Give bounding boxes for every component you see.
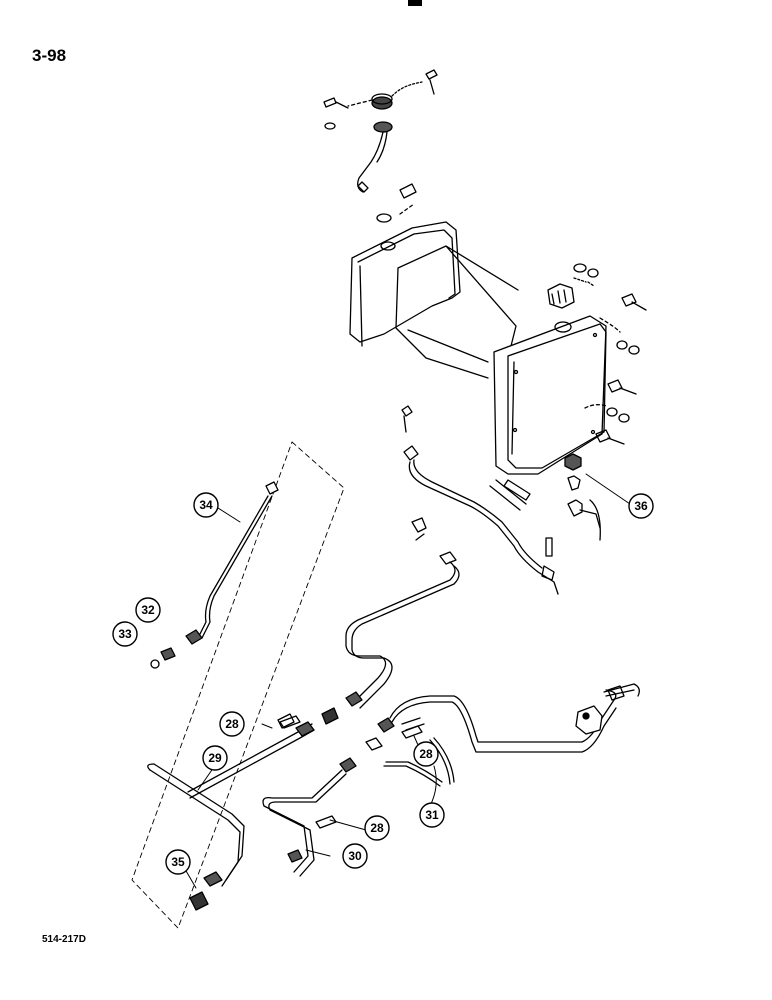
figure-code: 514-217D bbox=[42, 934, 86, 945]
fuel-line-29 bbox=[147, 713, 315, 911]
svg-text:32: 32 bbox=[141, 603, 155, 617]
svg-text:30: 30 bbox=[348, 849, 362, 863]
callout-35: 35 bbox=[165, 849, 191, 875]
fuel-line-34 bbox=[150, 481, 279, 669]
fuel-line-30 bbox=[262, 757, 357, 877]
tube-28-left bbox=[279, 715, 301, 729]
top-edge-mark bbox=[408, 0, 422, 6]
fuel-line-center bbox=[321, 517, 460, 725]
assembly-outline bbox=[131, 441, 345, 929]
sender-hardware bbox=[323, 69, 438, 223]
callout-30: 30 bbox=[342, 843, 368, 869]
svg-text:28: 28 bbox=[225, 717, 239, 731]
callout-34: 34 bbox=[193, 492, 219, 518]
callout-33: 33 bbox=[112, 621, 138, 647]
svg-text:28: 28 bbox=[370, 821, 384, 835]
callout-28-low: 28 bbox=[364, 815, 390, 841]
callout-32: 32 bbox=[135, 597, 161, 623]
callout-28-mid: 28 bbox=[413, 741, 439, 767]
svg-text:31: 31 bbox=[425, 808, 439, 822]
callout-28-left: 28 bbox=[219, 711, 245, 737]
page-number: 3-98 bbox=[32, 46, 67, 65]
fuel-tank bbox=[349, 221, 647, 541]
svg-text:29: 29 bbox=[208, 751, 222, 765]
callout-29: 29 bbox=[202, 745, 228, 771]
fuel-line-upper bbox=[401, 405, 559, 595]
svg-text:34: 34 bbox=[199, 498, 213, 512]
svg-text:28: 28 bbox=[419, 747, 433, 761]
svg-text:33: 33 bbox=[118, 627, 132, 641]
svg-text:35: 35 bbox=[171, 855, 185, 869]
fuel-line-right bbox=[365, 683, 640, 753]
tube-28-mid bbox=[401, 725, 423, 739]
callout-31: 31 bbox=[419, 802, 445, 828]
callout-36: 36 bbox=[628, 493, 654, 519]
svg-text:36: 36 bbox=[634, 499, 648, 513]
callouts: 34 32 33 28 29 35 28 28 bbox=[112, 492, 654, 875]
